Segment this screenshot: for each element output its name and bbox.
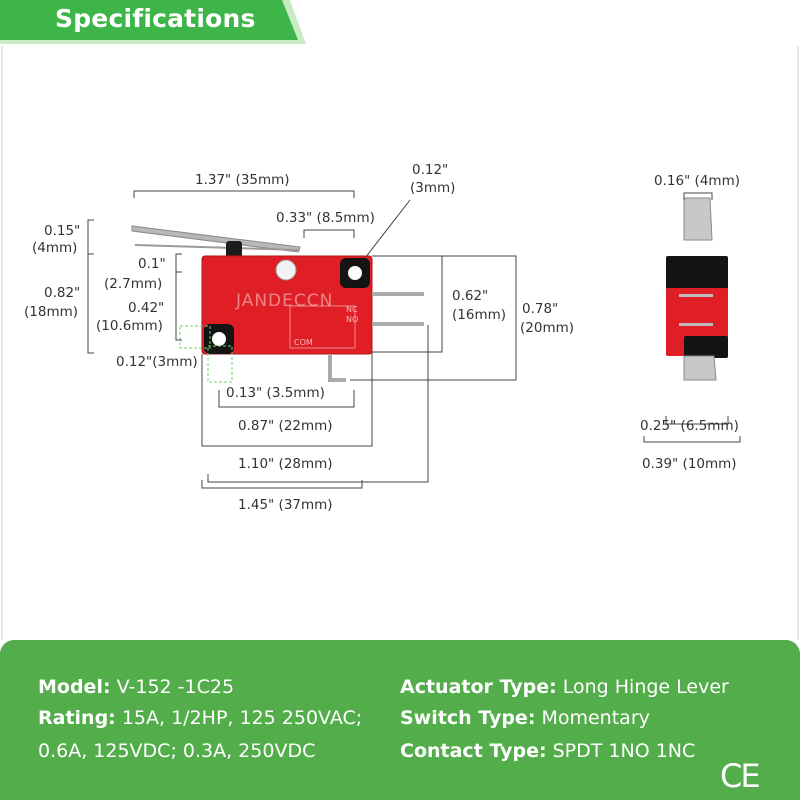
spec-contact-value: SPDT 1NO 1NC <box>552 740 696 762</box>
spec-switch-type-label: Switch Type: <box>400 707 536 729</box>
hole-guide-box-2 <box>207 345 233 383</box>
end-dimension-lines <box>643 192 741 443</box>
spec-actuator-value: Long Hinge Lever <box>562 676 729 698</box>
terminal-no <box>372 322 424 326</box>
plunger <box>226 241 242 259</box>
spec-rating-label: Rating: <box>38 707 116 729</box>
end-com-terminal <box>683 355 717 381</box>
end-body-bottom <box>684 336 728 358</box>
end-lever <box>683 197 713 241</box>
spec-rating-value-2: 0.6A, 125VDC; 0.3A, 250VDC <box>38 740 316 762</box>
dim-body-height-b: (16mm) <box>452 307 506 323</box>
dim-lever-width: 0.16" (4mm) <box>654 173 740 189</box>
dim-hole-spacing-b: (10.6mm) <box>96 318 163 334</box>
dim-hole-offset-a: 0.1" <box>138 256 166 272</box>
ce-mark-icon: CE <box>720 757 761 795</box>
dim-body-width: 0.25" (6.5mm) <box>640 418 739 434</box>
no-label: NO <box>346 315 358 324</box>
dim-total-width: 0.39" (10mm) <box>642 456 737 472</box>
dim-total-length: 1.45" (37mm) <box>238 497 333 513</box>
dim-hole-spacing-a: 0.42" <box>128 300 164 316</box>
terminal-label-box <box>289 305 356 349</box>
switch-side-view: COM NO NC JANDECCN <box>131 225 424 383</box>
end-terminal-1 <box>679 294 713 297</box>
dim-lever-gap-a: 0.15" <box>44 223 80 239</box>
terminal-nc <box>372 292 424 296</box>
hinge-lever <box>131 225 301 253</box>
dim-total-height-a: 0.82" <box>44 285 80 301</box>
spec-panel <box>0 640 800 800</box>
dim-hole-offset-b: (2.7mm) <box>104 276 162 292</box>
mounting-hole-right <box>348 266 362 280</box>
spec-rating-continued: 0.6A, 125VDC; 0.3A, 250VDC <box>38 740 315 762</box>
dim-hole-dia-a: 0.12" <box>412 162 448 178</box>
hole-guide-box <box>179 325 211 349</box>
spec-rating: Rating: 15A, 1/2HP, 125 250VAC; <box>38 707 362 729</box>
dim-body-height-a: 0.62" <box>452 288 488 304</box>
dim-total-height-b: (18mm) <box>24 304 78 320</box>
dim-overall-length: 1.37" (35mm) <box>195 172 290 188</box>
spec-model-value: V-152 -1C25 <box>116 676 235 698</box>
switch-body <box>201 255 373 355</box>
com-label: COM <box>294 338 313 347</box>
spec-actuator-label: Actuator Type: <box>400 676 557 698</box>
dim-hole-edge: 0.13" (3.5mm) <box>226 385 325 401</box>
spec-contact: Contact Type: SPDT 1NO 1NC <box>400 740 695 762</box>
specifications-banner: Specifications <box>0 0 310 46</box>
spec-switch-type-value: Momentary <box>541 707 650 729</box>
dim-body-length: 1.10" (28mm) <box>238 456 333 472</box>
dim-hole-center: 0.87" (22mm) <box>238 418 333 434</box>
end-terminal-2 <box>679 323 713 326</box>
switch-end-view <box>666 197 728 381</box>
dim-pin-height-b: (20mm) <box>520 320 574 336</box>
dim-pin-height-a: 0.78" <box>522 301 558 317</box>
dim-hole-size: 0.12"(3mm) <box>116 354 198 370</box>
dimension-diagram: COM NO NC JANDECCN <box>1 46 799 640</box>
page-title: Specifications <box>55 4 256 33</box>
spec-model-label: Model: <box>38 676 111 698</box>
spec-model: Model: V-152 -1C25 <box>38 676 234 698</box>
banner-shape <box>0 0 306 44</box>
nc-label: NC <box>346 305 358 314</box>
dim-hole-dia-b: (3mm) <box>410 180 455 196</box>
dim-pin-offset: 0.33" (8.5mm) <box>276 210 375 226</box>
mounting-hole-left <box>212 332 226 346</box>
end-body-top <box>666 256 728 290</box>
lever-arm <box>134 244 301 251</box>
spec-switch-type: Switch Type: Momentary <box>400 707 650 729</box>
dimension-lines <box>87 190 517 489</box>
mounting-hole-top <box>275 259 297 281</box>
spec-contact-label: Contact Type: <box>400 740 547 762</box>
dim-lever-gap-b: (4mm) <box>32 240 77 256</box>
spec-rating-value: 15A, 1/2HP, 125 250VAC; <box>121 707 363 729</box>
spec-actuator: Actuator Type: Long Hinge Lever <box>400 676 729 698</box>
brand-watermark: JANDECCN <box>235 291 333 311</box>
terminal-com <box>328 354 346 382</box>
